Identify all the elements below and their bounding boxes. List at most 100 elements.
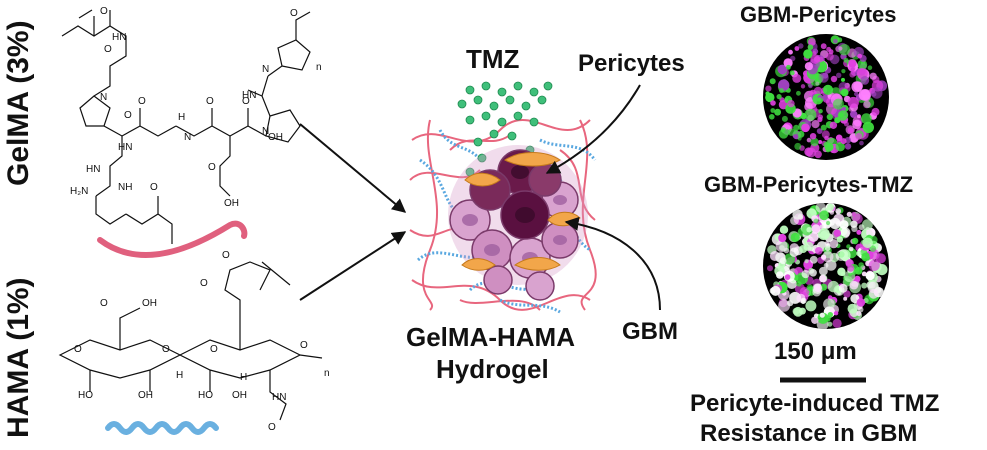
- fluorescence-speck: [856, 250, 862, 257]
- gbm-pointer: [564, 216, 661, 311]
- fluorescence-speck: [822, 84, 834, 95]
- fluorescence-speck: [840, 227, 851, 238]
- fluorescence-speck: [869, 245, 877, 252]
- fluorescence-speck: [848, 64, 856, 72]
- fluorescence-speck: [818, 140, 823, 144]
- fluorescence-speck: [835, 134, 843, 142]
- svg-text:O: O: [242, 96, 250, 107]
- fluorescence-speck: [825, 52, 834, 61]
- fluorescence-speck: [832, 98, 844, 110]
- fluorescence-speck: [770, 285, 781, 296]
- fluorescence-speck: [847, 127, 854, 134]
- caption-line2: Resistance in GBM: [700, 420, 918, 447]
- fluorescence-speck: [804, 108, 817, 121]
- hama-arrow: [299, 231, 407, 301]
- fluorescence-speck: [857, 53, 863, 59]
- fluorescence-speck: [793, 124, 800, 131]
- fluorescence-speck: [809, 255, 818, 264]
- fluorescence-speck: [851, 225, 858, 232]
- fluorescence-speck: [856, 229, 862, 235]
- fluorescence-speck: [836, 236, 843, 243]
- gbm-pericytes-tmz-label: GBM-Pericytes-TMZ: [704, 172, 914, 197]
- fluorescence-speck: [829, 217, 841, 230]
- gelma-arrow: [299, 123, 407, 213]
- fluorescence-speck: [807, 44, 814, 50]
- pericytes-pointer: [545, 84, 641, 174]
- svg-text:OH: OH: [232, 390, 247, 401]
- fluorescence-speck: [801, 270, 810, 279]
- fluorescence-speck: [781, 115, 788, 122]
- spheroid-image-bottom: [763, 203, 889, 329]
- fluorescence-speck: [841, 77, 845, 82]
- fluorescence-speck: [819, 224, 824, 229]
- fluorescence-speck: [856, 298, 866, 307]
- fluorescence-speck: [839, 220, 849, 230]
- svg-text:N: N: [184, 132, 191, 143]
- fluorescence-speck: [838, 283, 848, 293]
- fluorescence-speck: [770, 108, 776, 113]
- fluorescence-speck: [827, 321, 833, 327]
- fluorescence-speck: [839, 249, 851, 261]
- fluorescence-speck: [840, 138, 847, 145]
- svg-text:O: O: [208, 162, 216, 173]
- fluorescence-speck: [863, 100, 871, 109]
- fluorescence-speck: [854, 91, 859, 97]
- pericytes-label: Pericytes: [578, 50, 685, 77]
- svg-text:HN: HN: [118, 142, 132, 153]
- hydrogel-label-line1: GelMA-HAMA: [406, 322, 575, 352]
- fluorescence-speck: [827, 203, 834, 211]
- fluorescence-speck: [787, 128, 796, 136]
- fluorescence-speck: [786, 278, 797, 289]
- fluorescence-speck: [775, 240, 788, 253]
- fluorescence-speck: [769, 78, 776, 85]
- svg-text:O: O: [124, 110, 132, 121]
- fluorescence-speck: [811, 120, 820, 129]
- fluorescence-speck: [868, 281, 876, 289]
- fluorescence-speck: [847, 264, 855, 272]
- fluorescence-speck: [856, 114, 861, 119]
- fluorescence-speck: [852, 119, 862, 130]
- gelma-strand: [97, 220, 248, 258]
- fluorescence-speck: [803, 49, 813, 59]
- fluorescence-speck: [819, 210, 829, 221]
- svg-text:O: O: [222, 250, 230, 261]
- fluorescence-speck: [844, 143, 852, 150]
- fluorescence-speck: [794, 46, 800, 51]
- hama-structure: [58, 261, 323, 421]
- fluorescence-speck: [860, 248, 868, 257]
- fluorescence-speck: [858, 262, 864, 268]
- fluorescence-speck: [820, 43, 827, 50]
- svg-text:H: H: [178, 112, 185, 123]
- fluorescence-speck: [786, 64, 791, 70]
- fluorescence-speck: [794, 142, 802, 150]
- fluorescence-speck: [765, 91, 770, 96]
- fluorescence-speck: [816, 128, 823, 135]
- fluorescence-speck: [871, 107, 880, 116]
- fluorescence-speck: [819, 274, 827, 283]
- svg-text:O: O: [290, 8, 298, 19]
- fluorescence-speck: [823, 298, 835, 311]
- svg-text:N: N: [262, 126, 269, 137]
- fluorescence-speck: [804, 241, 814, 252]
- svg-text:O: O: [162, 344, 170, 355]
- fluorescence-speck: [856, 311, 862, 317]
- fluorescence-speck: [779, 88, 784, 94]
- fluorescence-speck: [825, 245, 831, 252]
- caption-line1: Pericyte-induced TMZ: [690, 390, 940, 417]
- fluorescence-speck: [847, 303, 858, 314]
- fluorescence-speck: [779, 225, 789, 234]
- fluorescence-speck: [829, 239, 839, 249]
- fluorescence-speck: [868, 259, 880, 271]
- svg-text:O: O: [100, 6, 108, 17]
- fluorescence-speck: [800, 297, 807, 304]
- fluorescence-speck: [854, 267, 863, 275]
- fluorescence-speck: [823, 263, 829, 268]
- fluorescence-speck: [851, 237, 859, 245]
- fluorescence-speck: [833, 229, 842, 237]
- fluorescence-speck: [797, 130, 805, 138]
- fluorescence-speck: [838, 46, 843, 51]
- fluorescence-speck: [848, 246, 854, 252]
- fluorescence-speck: [843, 296, 848, 301]
- svg-text:NH: NH: [118, 182, 132, 193]
